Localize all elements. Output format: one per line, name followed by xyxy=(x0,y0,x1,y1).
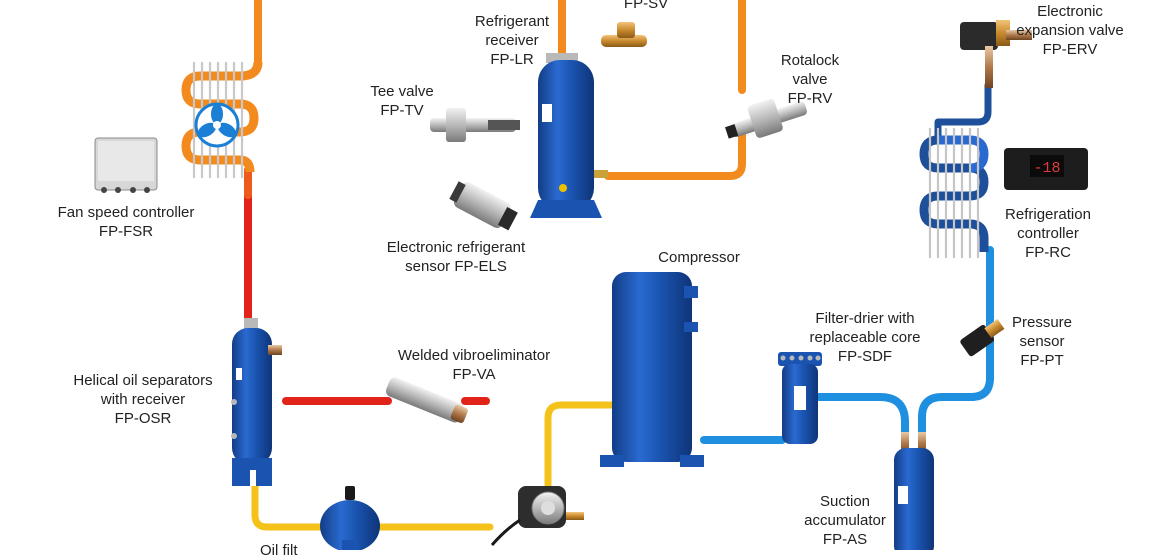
refrigerant-sensor-icon xyxy=(449,181,518,231)
label-line: Suction xyxy=(819,493,871,510)
label-line: replaceable core xyxy=(809,329,921,346)
label-line: Oil filt xyxy=(260,542,298,559)
label-pressure-sensor: Pressure sensor FP-PT xyxy=(1002,313,1082,370)
label-line: FP-AS xyxy=(822,531,868,548)
pipe-blue-filter-accum xyxy=(808,393,909,439)
label-line: Helical oil separators xyxy=(73,372,213,389)
refrigeration-controller-icon: -18 xyxy=(1004,148,1088,190)
pressure-sensor-icon xyxy=(960,319,1005,357)
rotalock-valve-icon xyxy=(725,98,807,139)
label-line: Welded vibroeliminator xyxy=(397,347,551,364)
oil-filter-icon xyxy=(320,486,380,550)
pipe-blue-evap-accum xyxy=(918,246,994,439)
label-line: FP-LR xyxy=(490,51,534,68)
label-helical-oil-separators: Helical oil separators with receiver FP-… xyxy=(62,371,224,428)
label-electronic-expansion-valve: Electronic expansion valve FP-ERV xyxy=(1008,2,1132,59)
pipe-network xyxy=(244,0,994,531)
label-line: Fan speed controller xyxy=(57,204,195,221)
tee-valve-icon xyxy=(430,108,520,142)
compressor-icon xyxy=(600,272,704,467)
label-rotalock-valve: Rotalock valve FP-RV xyxy=(766,51,854,108)
label-welded-vibroeliminator: Welded vibroeliminator FP-VA xyxy=(384,346,564,384)
label-filter-drier: Filter-drier with replaceable core FP-SD… xyxy=(796,309,934,366)
label-line: Rotalock xyxy=(780,52,840,69)
solenoid-valve-icon xyxy=(601,22,647,47)
label-fan-speed-controller: Fan speed controller FP-FSR xyxy=(44,203,208,241)
pipe-yellow-oil-3 xyxy=(544,401,616,489)
label-line: accumulator xyxy=(804,512,886,529)
label-line: FP-TV xyxy=(380,102,424,119)
label-tee-valve: Tee valve FP-TV xyxy=(356,82,448,120)
label-line: with receiver xyxy=(100,391,186,408)
label-line: Refrigeration xyxy=(1005,206,1091,223)
expansion-valve-icon xyxy=(960,20,1032,88)
label-line: FP-FSR xyxy=(98,223,154,240)
label-line: expansion valve xyxy=(1016,22,1124,39)
label-compressor: Compressor xyxy=(648,248,750,267)
filter-drier-icon xyxy=(778,352,822,444)
suction-accumulator-icon xyxy=(894,432,934,550)
pipe-darkblue-expansion xyxy=(934,81,992,144)
oil-level-regulator-icon xyxy=(490,486,584,546)
label-line: FP-OSR xyxy=(114,410,172,427)
oil-separator-icon xyxy=(231,318,282,486)
label-line: sensor FP-ELS xyxy=(405,258,507,275)
label-line: Tee valve xyxy=(370,83,434,100)
label-line: FP-ERV xyxy=(1042,41,1098,58)
label-fp-sv: FP-SV xyxy=(606,0,686,13)
label-electronic-refrigerant-sensor: Electronic refrigerant sensor FP-ELS xyxy=(360,238,552,276)
label-suction-accumulator: Suction accumulator FP-AS xyxy=(790,492,900,549)
label-fp-sv-line1: FP-SV xyxy=(623,0,669,12)
label-line: FP-RV xyxy=(787,90,833,107)
evaporator-coil-icon xyxy=(919,128,989,258)
label-line: valve xyxy=(792,71,828,88)
pipe-yellow-oil xyxy=(251,482,326,531)
label-line: Refrigerant xyxy=(474,13,550,30)
label-line: Pressure xyxy=(1011,314,1073,331)
controller-readout: -18 xyxy=(1033,160,1060,177)
label-line: Electronic xyxy=(1037,3,1103,20)
label-line: FP-PT xyxy=(1020,352,1064,369)
label-line: Compressor xyxy=(658,249,740,266)
label-refrigerant-receiver: Refrigerant receiver FP-LR xyxy=(460,12,564,69)
receiver-vessel-icon xyxy=(530,53,608,218)
label-line: Filter-drier with xyxy=(815,310,915,327)
pipe-orange-right-lower xyxy=(604,131,746,180)
label-line: FP-VA xyxy=(452,366,496,383)
label-line: FP-SDF xyxy=(837,348,893,365)
label-line: sensor xyxy=(1019,333,1065,350)
controller-box-icon xyxy=(94,137,158,193)
label-oil-filter: Oil filt xyxy=(260,541,320,560)
label-line: controller xyxy=(1017,225,1079,242)
fan-icon xyxy=(194,102,240,148)
label-line: receiver xyxy=(485,32,539,49)
label-refrigeration-controller: Refrigeration controller FP-RC xyxy=(995,205,1101,262)
vibroeliminator-icon xyxy=(385,377,468,423)
label-line: FP-RC xyxy=(1025,244,1071,261)
label-line: Electronic refrigerant xyxy=(386,239,526,256)
